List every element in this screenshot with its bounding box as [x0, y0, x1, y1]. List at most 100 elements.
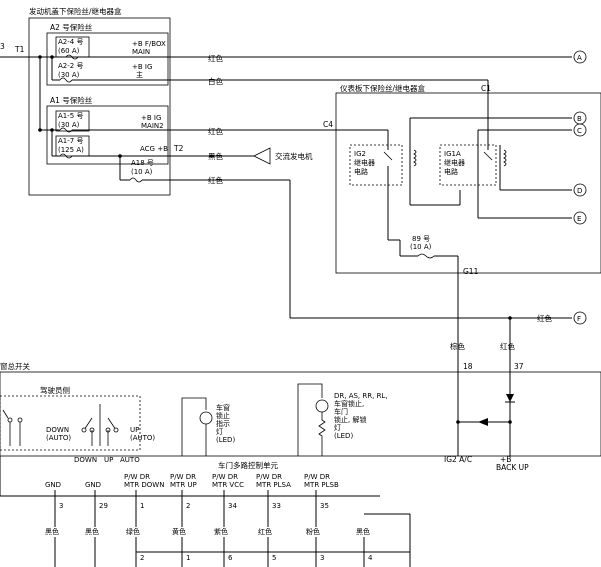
lock-led-l1: 车窗	[216, 403, 230, 412]
a1-fuse-group-label: A1 号保险丝	[50, 95, 93, 105]
door-led-l2: 车窗锁止,	[334, 399, 364, 408]
connector-c4: C4	[323, 120, 333, 129]
pin-18: 18	[463, 362, 473, 371]
switch-bottom-up: UP	[104, 456, 113, 464]
a1-fuse-group	[46, 105, 169, 165]
pin-top-2: 1	[140, 502, 144, 510]
engine-fuse-box-label: 发动机盖下保险丝/继电器盒	[29, 6, 122, 16]
relay-ig1a-line3: 电路	[444, 167, 458, 176]
pin-low-2: 6	[228, 554, 233, 562]
lock-led-l5: (LED)	[216, 436, 235, 444]
pin-low-5: 4	[368, 554, 373, 562]
dash-fuse-box-label: 仪表板下保险丝/继电器盒	[340, 83, 426, 93]
wire-color-red-a18: 红色	[208, 175, 223, 185]
fuse-89-rating: (10 A)	[410, 243, 432, 251]
signal-label-5-b: MTR PLSA	[256, 481, 291, 489]
signal-label-4-b: MTR VCC	[212, 481, 244, 489]
left-pin-3: 3	[0, 42, 5, 51]
wire-color-bottom-7: 黑色	[356, 527, 370, 536]
window-switch-label: 窗总开关	[0, 361, 30, 371]
switch-bottom-auto: AUTO	[120, 456, 140, 464]
wire-color-bottom-4: 紫色	[214, 527, 228, 536]
fuse-89-label: 89 号	[412, 235, 430, 243]
wire-color-bottom-0: 黑色	[45, 527, 59, 536]
terminal-f: F	[573, 311, 587, 325]
relay-ig1a-name: IG1A	[444, 150, 461, 158]
lock-led-l3: 指示	[216, 419, 230, 428]
pin-37: 37	[514, 362, 524, 371]
svg-text:A: A	[577, 54, 582, 62]
terminal-b: B	[573, 111, 587, 125]
lock-led-icon	[199, 411, 213, 425]
signal-label-3-a: P/W DR	[170, 473, 196, 481]
fuse-a1-7-rating: (125 A)	[58, 146, 84, 154]
signal-label-1: GND	[85, 481, 101, 489]
dash-fuse-box	[335, 92, 601, 274]
svg-text:E: E	[577, 215, 581, 223]
wire-color-red-c4: 红色	[208, 126, 223, 136]
door-led-icon	[315, 399, 329, 413]
a2-fuse-group	[46, 32, 169, 86]
signal-label-0: GND	[45, 481, 61, 489]
fuse-a1-5-box	[55, 110, 90, 132]
circuit-b-ig-main: 主	[136, 70, 143, 79]
svg-text:B: B	[577, 115, 582, 123]
door-led-l3: 车门	[334, 407, 348, 416]
driver-side-label: 驾驶员侧	[40, 385, 70, 395]
svg-text:F: F	[577, 315, 581, 323]
wire-color-bottom-5: 红色	[258, 527, 272, 536]
wire-color-red-v: 红色	[500, 341, 515, 351]
pin-top-0: 3	[59, 502, 63, 510]
wire-color-red-f: 红色	[537, 313, 552, 323]
fuse-a2-2-label: A2-2 号	[58, 62, 83, 70]
svg-text:D: D	[577, 187, 582, 195]
pin-top-1: 29	[99, 502, 108, 510]
connector-t2: T2	[173, 144, 184, 153]
switch-up-auto: (AUTO)	[130, 434, 155, 442]
label-ig2-ac: IG2 A/C	[444, 455, 472, 464]
pin-low-4: 3	[320, 554, 324, 562]
terminal-d: D	[573, 183, 587, 197]
fuse-a1-7-label: A1-7 号	[58, 137, 83, 145]
label-back-up: BACK UP	[496, 463, 529, 472]
fuse-a1-5-label: A1-5 号	[58, 112, 83, 120]
connector-g11: G11	[463, 267, 479, 276]
terminal-a: A	[573, 50, 587, 64]
fuse-a2-4-label: A2-4 号	[58, 38, 83, 46]
wire-color-brown: 棕色	[450, 341, 465, 351]
fuse-a18-label: A18 号	[131, 159, 154, 167]
circuit-b-ig: +B IG	[132, 63, 152, 71]
svg-text:C: C	[577, 127, 582, 135]
fuse-a1-5-rating: (30 A)	[58, 121, 80, 129]
circuit-b-ig-2: +B IG	[141, 114, 161, 122]
signal-label-2-a: P/W DR	[124, 473, 150, 481]
circuit-bf-box-main: MAIN	[132, 48, 150, 56]
pin-top-3: 2	[186, 502, 190, 510]
door-led-l5: 灯	[334, 423, 341, 432]
pin-top-6: 35	[320, 502, 329, 510]
circuit-bf-box: +B F/BOX	[132, 40, 166, 48]
switch-down-auto: (AUTO)	[46, 434, 71, 442]
lock-led-l4: 灯	[216, 427, 223, 436]
a2-fuse-group-label: A2 号保险丝	[50, 22, 93, 32]
door-led-l4: 锁止, 解锁	[334, 415, 366, 424]
relay-ig2-line2: 继电器	[354, 158, 375, 167]
pin-low-1: 1	[186, 554, 190, 562]
pin-top-4: 34	[228, 502, 237, 510]
fuse-a18-rating: (10 A)	[131, 168, 153, 176]
signal-label-6-b: MTR PLSB	[304, 481, 339, 489]
signal-label-6-a: P/W DR	[304, 473, 330, 481]
wire-color-white: 白色	[208, 76, 223, 86]
pin-low-3: 5	[272, 554, 276, 562]
wire-color-bottom-1: 黑色	[85, 527, 99, 536]
wire-color-bottom-2: 绿色	[126, 527, 140, 536]
signal-label-3-b: MTR UP	[170, 481, 197, 489]
circuit-acg: ACG +B	[140, 145, 168, 153]
signal-label-4-a: P/W DR	[212, 473, 238, 481]
relay-ig2-name: IG2	[354, 150, 366, 158]
door-unit-label: 车门多路控制单元	[218, 460, 278, 470]
relay-ig1a-line2: 继电器	[444, 158, 465, 167]
door-led-l6: (LED)	[334, 432, 353, 440]
